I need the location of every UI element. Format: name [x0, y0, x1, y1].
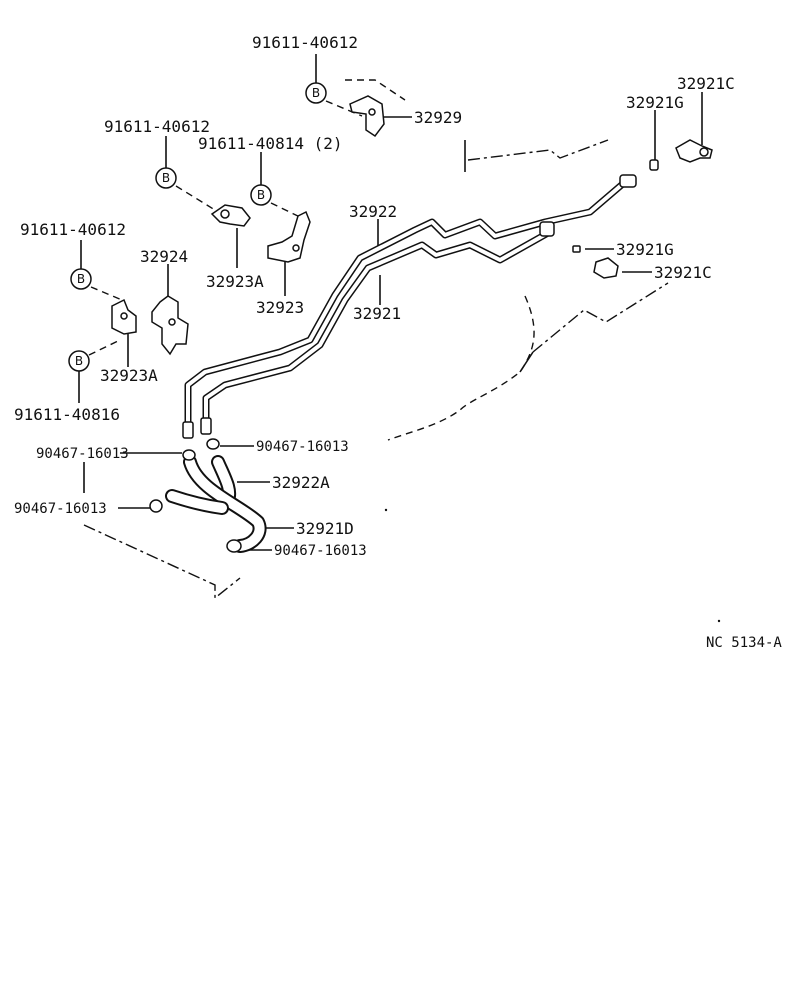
svg-text:B: B [75, 354, 83, 368]
stray-marks [384, 508, 721, 623]
part-labels: 91611-40612 32929 91611-40612 91611-4081… [14, 33, 782, 651]
clamp-32923a-lower [111, 298, 137, 335]
grommet-32921g-top [649, 159, 659, 171]
pipe-32921 [202, 229, 552, 429]
label-bolt-lower: 91611-40816 [14, 405, 120, 424]
label-grommet-mid: 32921G [616, 240, 674, 259]
label-bolt-left: 91611-40612 [20, 220, 126, 239]
pipe-ends [182, 174, 637, 439]
hose-clips [149, 438, 242, 553]
clamp-32923 [267, 210, 311, 263]
label-pipe-32922: 32922 [349, 202, 397, 221]
label-bolt-top: 91611-40612 [252, 33, 358, 52]
hose-32921d [165, 455, 267, 553]
label-hose-clip-2: 90467-16013 [256, 439, 349, 455]
grommet-32921g-mid [572, 245, 581, 253]
leader-lines [78, 54, 703, 551]
label-hose-clip-1: 90467-16013 [36, 446, 129, 462]
label-clamp-32923a-upper: 32923A [206, 272, 264, 291]
label-hose-32921d: 32921D [296, 519, 354, 538]
label-clamp-32923: 32923 [256, 298, 304, 317]
label-hose-32922a: 32922A [272, 473, 330, 492]
bolt-marker-mid-right: B [250, 184, 272, 206]
svg-text:B: B [312, 86, 320, 100]
diagram-code: NC 5134-A [706, 635, 782, 651]
clamp-32924 [151, 295, 189, 356]
label-bracket-32929: 32929 [414, 108, 462, 127]
bolt-marker-left-lower: B [68, 350, 90, 372]
label-fitting-mid: 32921C [654, 263, 712, 282]
label-grommet-top: 32921G [626, 93, 684, 112]
body-outline [83, 79, 669, 600]
label-pipe-32921: 32921 [353, 304, 401, 323]
label-fitting-top: 32921C [677, 74, 735, 93]
label-clamp-32923a-lower: 32923A [100, 366, 158, 385]
svg-text:B: B [77, 272, 85, 286]
label-hose-clip-4: 90467-16013 [274, 543, 367, 559]
bolt-marker-left-upper: B [70, 268, 92, 290]
label-hose-clip-3: 90467-16013 [14, 501, 107, 517]
pipe-32922 [184, 178, 629, 434]
fitting-32921c-mid [593, 257, 619, 279]
label-bolt-mid2: 91611-40814 (2) [198, 134, 343, 153]
bracket-32929 [349, 95, 385, 138]
clamp-32923a-upper [210, 204, 251, 227]
fitting-32921c-top [675, 139, 713, 163]
label-clamp-32924: 32924 [140, 247, 188, 266]
bolt-marker-top: B [305, 82, 327, 104]
label-bolt-mid: 91611-40612 [104, 117, 210, 136]
svg-text:B: B [162, 171, 170, 185]
svg-text:B: B [257, 188, 265, 202]
bolt-marker-mid-left: B [155, 167, 177, 189]
